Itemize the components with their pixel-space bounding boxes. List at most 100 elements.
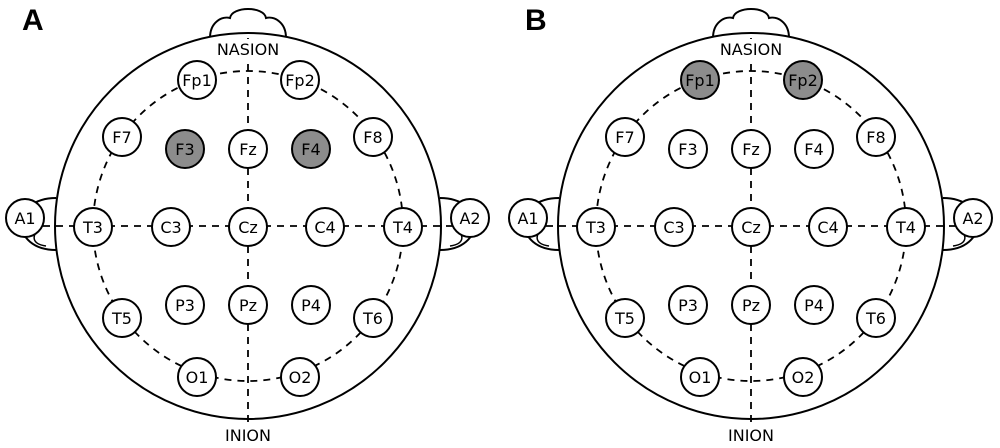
- electrode-marker: [731, 207, 771, 247]
- electrode-c3: C3: [654, 207, 694, 247]
- electrode-marker: [794, 129, 834, 169]
- electrode-marker: [228, 129, 268, 169]
- electrode-a1: A1: [5, 198, 45, 238]
- electrode-marker: [654, 207, 694, 247]
- electrode-t6: T6: [856, 298, 896, 338]
- electrode-p4: P4: [794, 285, 834, 325]
- electrode-label: O2: [792, 368, 815, 387]
- electrode-f7: F7: [102, 117, 142, 157]
- electrode-label: O1: [689, 368, 712, 387]
- electrode-t3: T3: [576, 207, 616, 247]
- electrode-marker: [383, 207, 423, 247]
- electrode-marker: [783, 357, 823, 397]
- electrode-c4: C4: [305, 207, 345, 247]
- electrode-cz: Cz: [228, 207, 268, 247]
- electrode-marker: [783, 60, 823, 100]
- electrode-c3: C3: [151, 207, 191, 247]
- electrode-p3: P3: [668, 285, 708, 325]
- electrode-label: P3: [678, 296, 698, 315]
- electrode-marker: [353, 117, 393, 157]
- electrode-marker: [508, 198, 548, 238]
- electrode-p4: P4: [291, 285, 331, 325]
- electrode-label: A2: [459, 209, 480, 228]
- electrode-label: F4: [804, 140, 823, 159]
- electrode-marker: [165, 285, 205, 325]
- electrode-o1: O1: [680, 357, 720, 397]
- electrode-label: Pz: [742, 296, 760, 315]
- panel-letter-b: B: [525, 4, 547, 37]
- electrode-f3: F3: [165, 129, 205, 169]
- electrode-cz: Cz: [731, 207, 771, 247]
- electrode-label: Cz: [238, 218, 258, 237]
- electrode-marker: [450, 198, 490, 238]
- nasion-label: NASION: [217, 40, 279, 59]
- electrode-label: F8: [363, 128, 382, 147]
- electrode-fz: Fz: [228, 129, 268, 169]
- electrode-label: Fp2: [285, 71, 315, 90]
- electrode-t4: T4: [383, 207, 423, 247]
- inion-label-bg: [222, 424, 276, 446]
- electrode-marker: [151, 207, 191, 247]
- electrode-label: Fz: [239, 140, 257, 159]
- electrode-label: Cz: [741, 218, 761, 237]
- electrode-label: T3: [585, 218, 606, 237]
- electrode-marker: [102, 298, 142, 338]
- electrode-fp1: Fp1: [177, 60, 217, 100]
- electrode-label: C3: [663, 218, 684, 237]
- electrode-label: P4: [301, 296, 321, 315]
- electrode-marker: [228, 207, 268, 247]
- electrode-o2: O2: [783, 357, 823, 397]
- electrode-f4: F4: [291, 129, 331, 169]
- electrode-label: Fp2: [788, 71, 818, 90]
- electrode-marker: [731, 285, 771, 325]
- electrode-p3: P3: [165, 285, 205, 325]
- nose: [209, 8, 287, 39]
- electrode-label: T4: [895, 218, 916, 237]
- electrode-pz: Pz: [731, 285, 771, 325]
- electrode-label: F3: [678, 140, 697, 159]
- electrode-fp1: Fp1: [680, 60, 720, 100]
- electrode-label: O2: [289, 368, 312, 387]
- electrode-label: F7: [112, 128, 131, 147]
- inion-label: INION: [728, 426, 774, 445]
- electrode-label: A1: [14, 209, 35, 228]
- electrode-marker: [808, 207, 848, 247]
- electrode-label: A2: [962, 209, 983, 228]
- electrode-label: O1: [186, 368, 209, 387]
- nose: [712, 8, 790, 39]
- electrode-marker: [794, 285, 834, 325]
- electrode-t3: T3: [73, 207, 113, 247]
- electrode-fp2: Fp2: [783, 60, 823, 100]
- electrode-t5: T5: [605, 298, 645, 338]
- electrode-label: T5: [111, 309, 132, 328]
- electrode-label: T6: [362, 309, 383, 328]
- electrode-marker: [886, 207, 926, 247]
- electrode-label: F4: [301, 140, 320, 159]
- electrode-pz: Pz: [228, 285, 268, 325]
- electrode-marker: [953, 198, 993, 238]
- electrode-t5: T5: [102, 298, 142, 338]
- electrode-label: T6: [865, 309, 886, 328]
- electrode-marker: [177, 60, 217, 100]
- nasion-label-bg: [212, 39, 284, 59]
- electrode-marker: [856, 298, 896, 338]
- electrode-a1: A1: [508, 198, 548, 238]
- electrode-label: Fz: [742, 140, 760, 159]
- electrode-o2: O2: [280, 357, 320, 397]
- inion-label-bg: [725, 424, 779, 446]
- electrode-marker: [605, 117, 645, 157]
- electrode-label: C4: [314, 218, 335, 237]
- electrode-label: F8: [866, 128, 885, 147]
- electrode-f4: F4: [794, 129, 834, 169]
- electrode-marker: [291, 285, 331, 325]
- electrode-f7: F7: [605, 117, 645, 157]
- electrode-label: Fp1: [182, 71, 212, 90]
- electrode-label: Pz: [239, 296, 257, 315]
- electrode-label: C4: [817, 218, 838, 237]
- electrode-marker: [680, 357, 720, 397]
- electrode-marker: [605, 298, 645, 338]
